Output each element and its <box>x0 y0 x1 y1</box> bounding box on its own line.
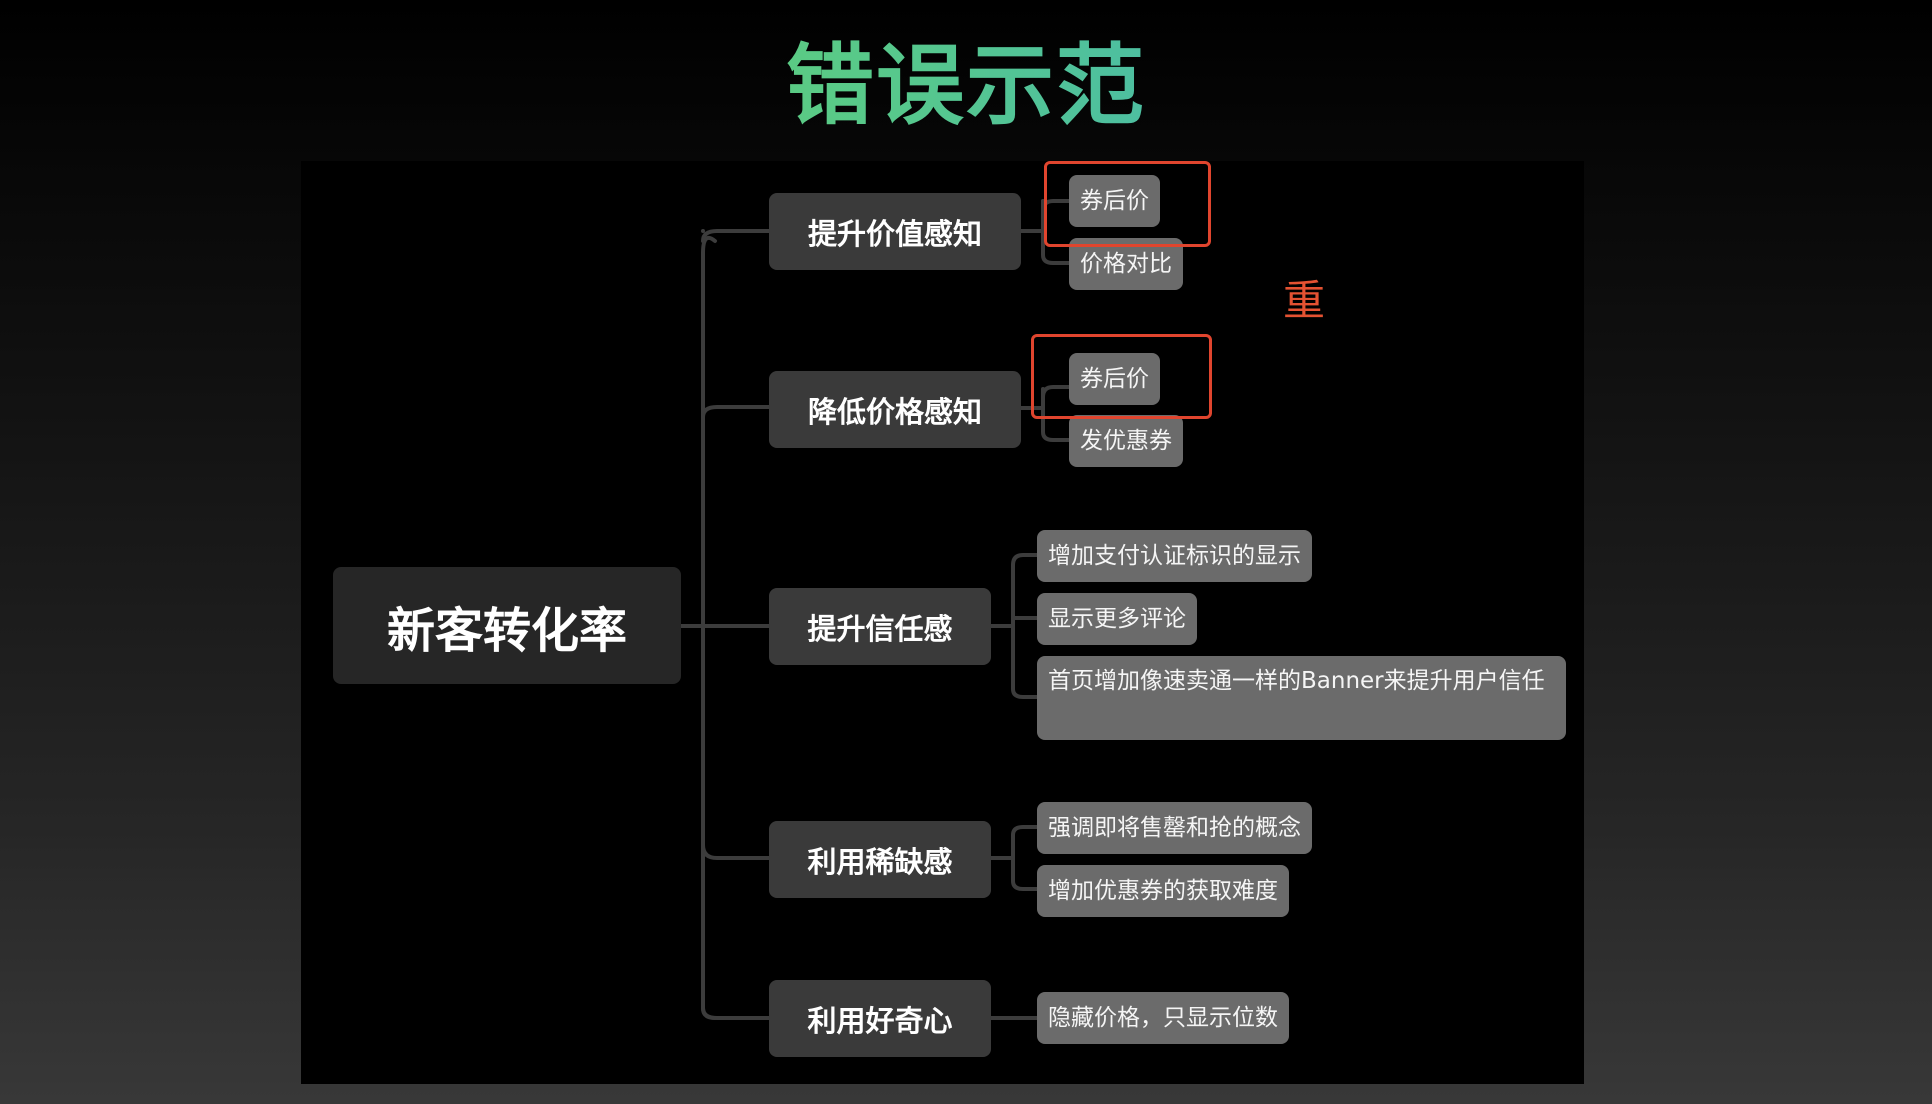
duplicate-annotation: 重 <box>1283 276 1326 325</box>
mindmap-canvas: 新客转化率 提升价值感知 降低价格感知 提升信任感 利用稀缺感 利用好奇心 券后… <box>301 161 1584 1084</box>
leaf-node[interactable]: 券后价 <box>1069 353 1160 405</box>
page-title: 错误示范 <box>0 36 1932 136</box>
leaf-node[interactable]: 增加优惠券的获取难度 <box>1037 865 1289 917</box>
leaf-node[interactable]: 首页增加像速卖通一样的Banner来提升用户信任 <box>1037 656 1566 740</box>
branch-node[interactable]: 提升信任感 <box>769 588 991 665</box>
branch-node[interactable]: 提升价值感知 <box>769 193 1021 270</box>
duplicate-highlight-box <box>1031 334 1212 419</box>
branch-node[interactable]: 利用好奇心 <box>769 980 991 1057</box>
branch-node[interactable]: 利用稀缺感 <box>769 821 991 898</box>
duplicate-highlight-box <box>1044 161 1211 247</box>
leaf-node[interactable]: 强调即将售罄和抢的概念 <box>1037 802 1312 854</box>
leaf-node[interactable]: 券后价 <box>1069 175 1160 227</box>
leaf-node[interactable]: 显示更多评论 <box>1037 593 1197 645</box>
leaf-node[interactable]: 增加支付认证标识的显示 <box>1037 530 1312 582</box>
branch-node[interactable]: 降低价格感知 <box>769 371 1021 448</box>
connector-lines <box>679 199 1071 1020</box>
root-node[interactable]: 新客转化率 <box>333 567 681 684</box>
leaf-node[interactable]: 隐藏价格，只显示位数 <box>1037 992 1289 1044</box>
leaf-node[interactable]: 发优惠券 <box>1069 415 1183 467</box>
